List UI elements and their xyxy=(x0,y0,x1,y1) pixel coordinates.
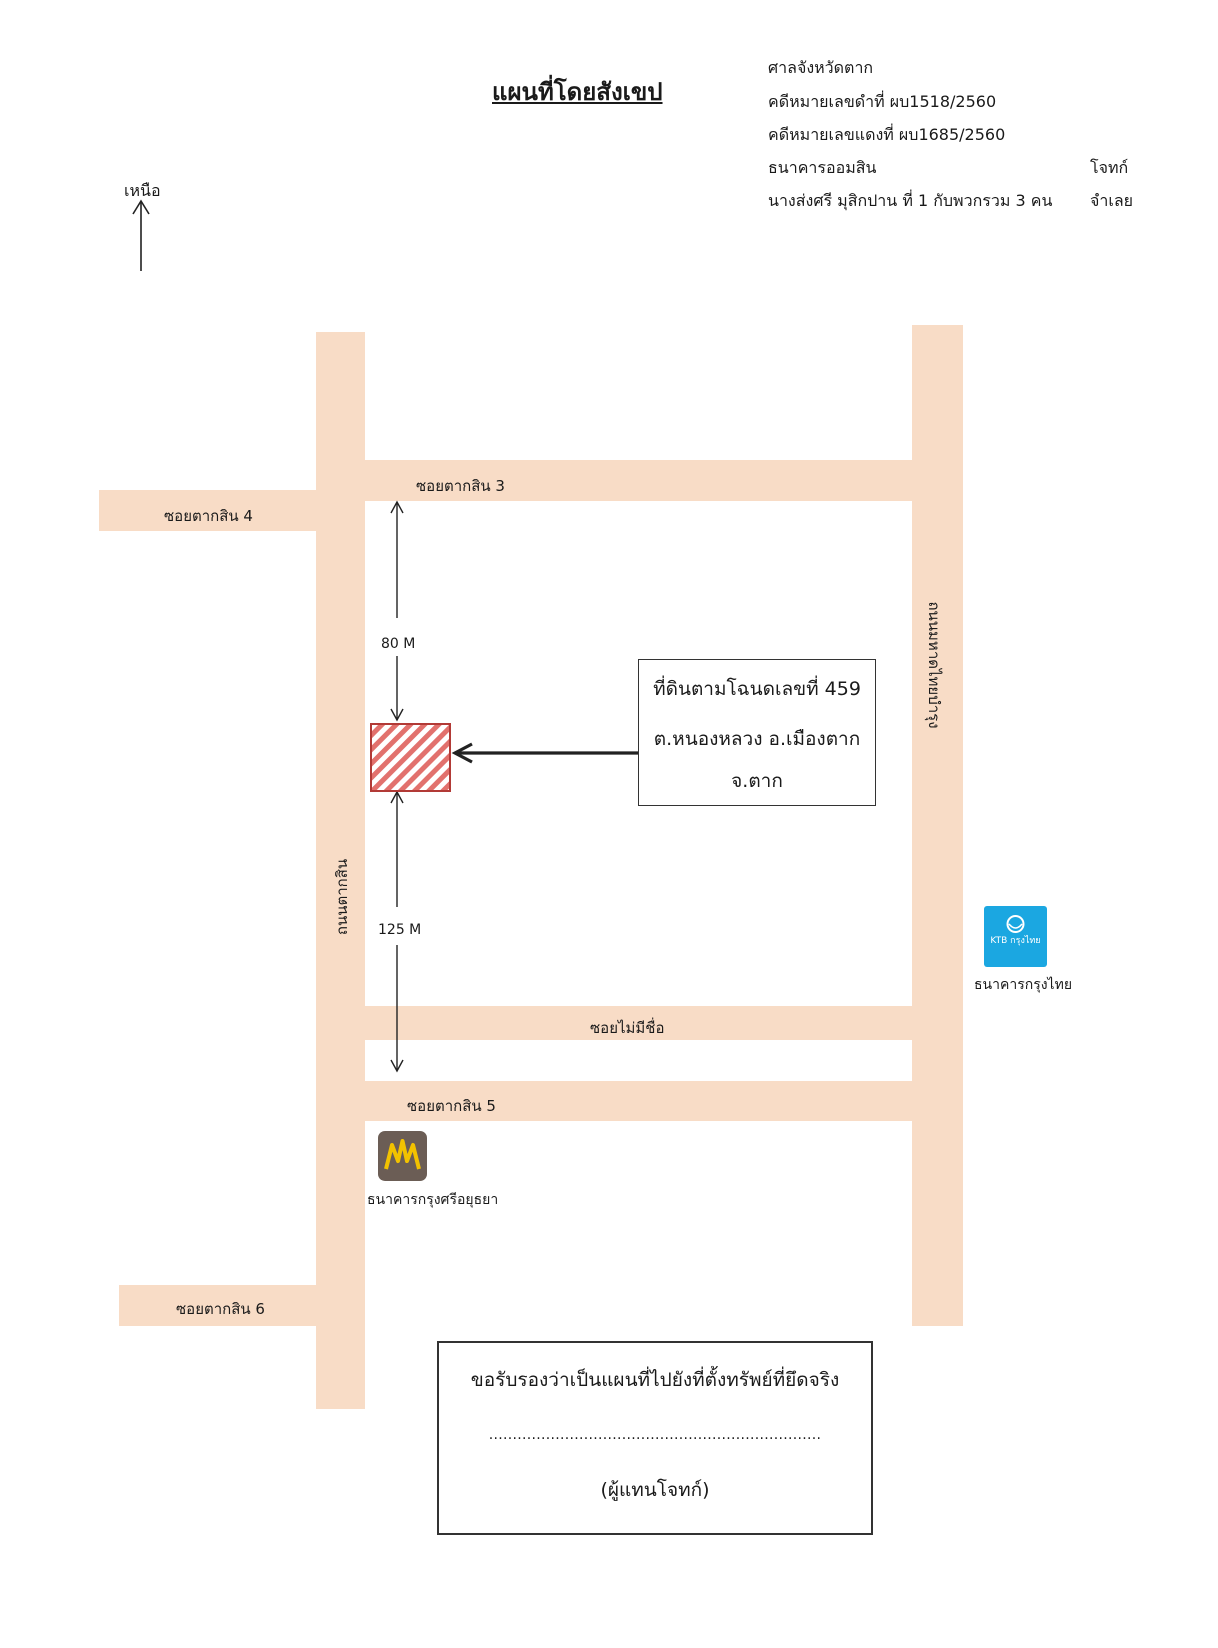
plaintiff-name: ธนาคารออมสิน xyxy=(768,158,877,177)
land-description-box: ที่ดินตามโฉนดเลขที่ 459 ต.หนองหลวง อ.เมื… xyxy=(638,659,876,806)
soi-taksin-6 xyxy=(119,1285,316,1326)
distance-south-label: 125 M xyxy=(376,922,424,938)
soi-taksin-4-label: ซอยตากสิน 4 xyxy=(164,507,253,525)
ktb-logo-text: KTB กรุงไทย xyxy=(990,936,1041,946)
krungsri-label: ธนาคารกรุงศรีอยุธยา xyxy=(367,1192,499,1208)
defendant-role: จำเลย xyxy=(1090,191,1134,210)
signature-dotted-line: ........................................… xyxy=(488,1427,822,1443)
certification-box: ขอรับรองว่าเป็นแผนที่ไปยังที่ตั้งทรัพย์ท… xyxy=(437,1341,873,1535)
red-case-number: คดีหมายเลขแดงที่ ผบ1685/2560 xyxy=(768,125,1006,144)
plaintiff-role: โจทก์ xyxy=(1090,158,1129,177)
representative-role: (ผู้แทนโจทก์) xyxy=(600,1479,710,1501)
certification-text: ขอรับรองว่าเป็นแผนที่ไปยังที่ตั้งทรัพย์ท… xyxy=(470,1369,840,1391)
ktb-label: ธนาคารกรุงไทย xyxy=(974,977,1073,993)
distance-arrow-north xyxy=(390,500,404,722)
north-arrow-icon xyxy=(132,199,150,271)
land-plot-marker xyxy=(370,723,451,792)
black-case-number: คดีหมายเลขดำที่ ผบ1518/2560 xyxy=(768,92,997,111)
north-label: เหนือ xyxy=(124,181,161,200)
soi-taksin-3 xyxy=(365,460,912,501)
soi-taksin-3-label: ซอยตากสิน 3 xyxy=(416,477,505,495)
land-deed-line: ที่ดินตามโฉนดเลขที่ 459 xyxy=(653,678,861,700)
distance-north-label: 80 M xyxy=(379,636,418,652)
map-title: แผนที่โดยสังเขป xyxy=(492,78,663,106)
land-location-line: ต.หนองหลวง อ.เมืองตาก xyxy=(653,728,861,750)
land-province-line: จ.ตาก xyxy=(731,770,783,792)
soi-taksin-6-label: ซอยตากสิน 6 xyxy=(176,1300,265,1318)
soi-taksin-5-label: ซอยตากสิน 5 xyxy=(407,1097,496,1115)
soi-unnamed xyxy=(365,1006,912,1040)
mahatthai-road xyxy=(912,325,963,1326)
court-name: ศาลจังหวัดตาก xyxy=(768,58,874,77)
soi-taksin-4 xyxy=(99,490,316,531)
soi-taksin-5 xyxy=(365,1081,912,1121)
taksin-road xyxy=(316,332,365,1409)
krungsri-logo-icon xyxy=(378,1131,427,1181)
defendant-name: นางส่งศรี มุสิกปาน ที่ 1 กับพวกรวม 3 คน xyxy=(768,191,1053,210)
ktb-logo-icon: KTB กรุงไทย xyxy=(984,906,1047,967)
soi-unnamed-label: ซอยไม่มีชื่อ xyxy=(590,1019,665,1037)
